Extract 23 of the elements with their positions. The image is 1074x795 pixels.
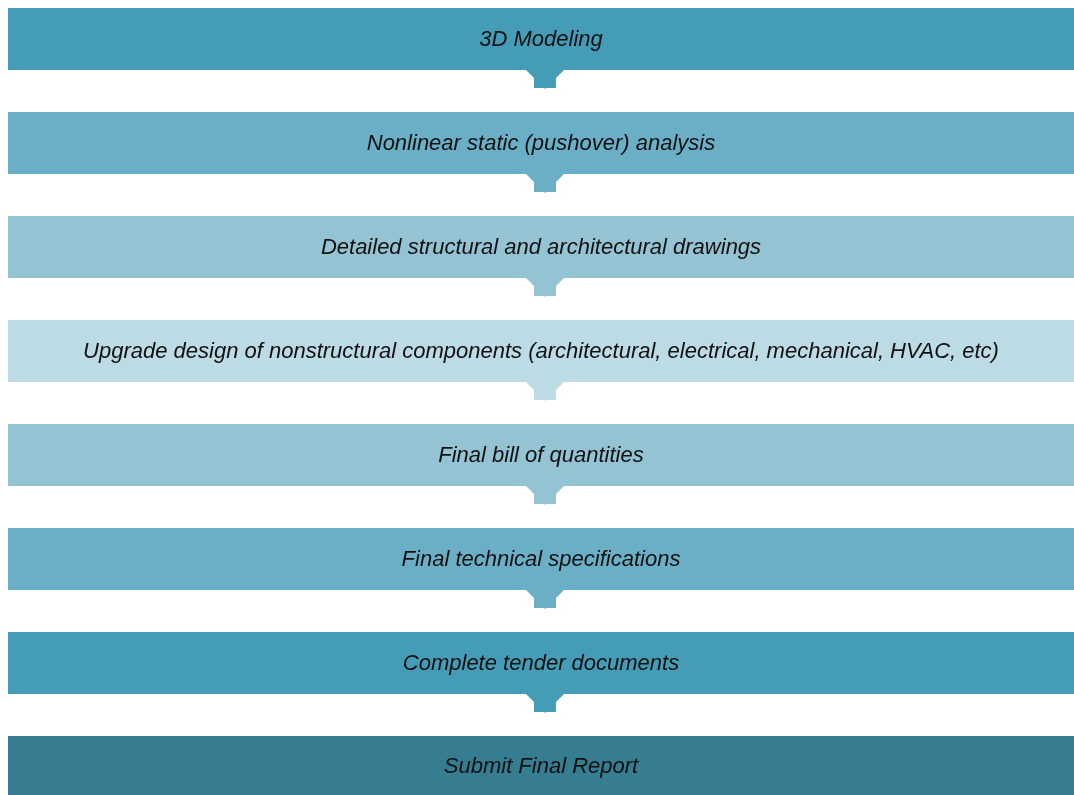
process-box: [8, 736, 1074, 795]
process-box: [8, 216, 1074, 278]
arrow: [525, 381, 565, 401]
step-label: Upgrade design of nonstructural components (architectural, electrical, mechanical, HVAC, etc): [83, 338, 999, 364]
arrow: [525, 693, 565, 713]
process-box: [8, 8, 1074, 70]
process-box: [8, 632, 1074, 694]
step-label: 3D Modeling: [479, 26, 603, 52]
process-box: [8, 112, 1074, 174]
arrow: [525, 589, 565, 609]
arrow: [525, 485, 565, 505]
process-box: [8, 320, 1074, 382]
arrow: [525, 69, 565, 89]
step-label: Complete tender documents: [402, 650, 680, 676]
process-box: [8, 528, 1074, 590]
process-box: [8, 424, 1074, 486]
step-label: Final technical specifications: [401, 546, 681, 572]
arrow: [525, 173, 565, 193]
arrow: [525, 277, 565, 297]
step-label: Detailed structural and architectural drawings: [320, 234, 762, 260]
step-label: Submit Final Report: [443, 752, 639, 779]
step-label: Nonlinear static (pushover) analysis: [366, 130, 716, 156]
step-label: Final bill of quantities: [438, 442, 644, 468]
